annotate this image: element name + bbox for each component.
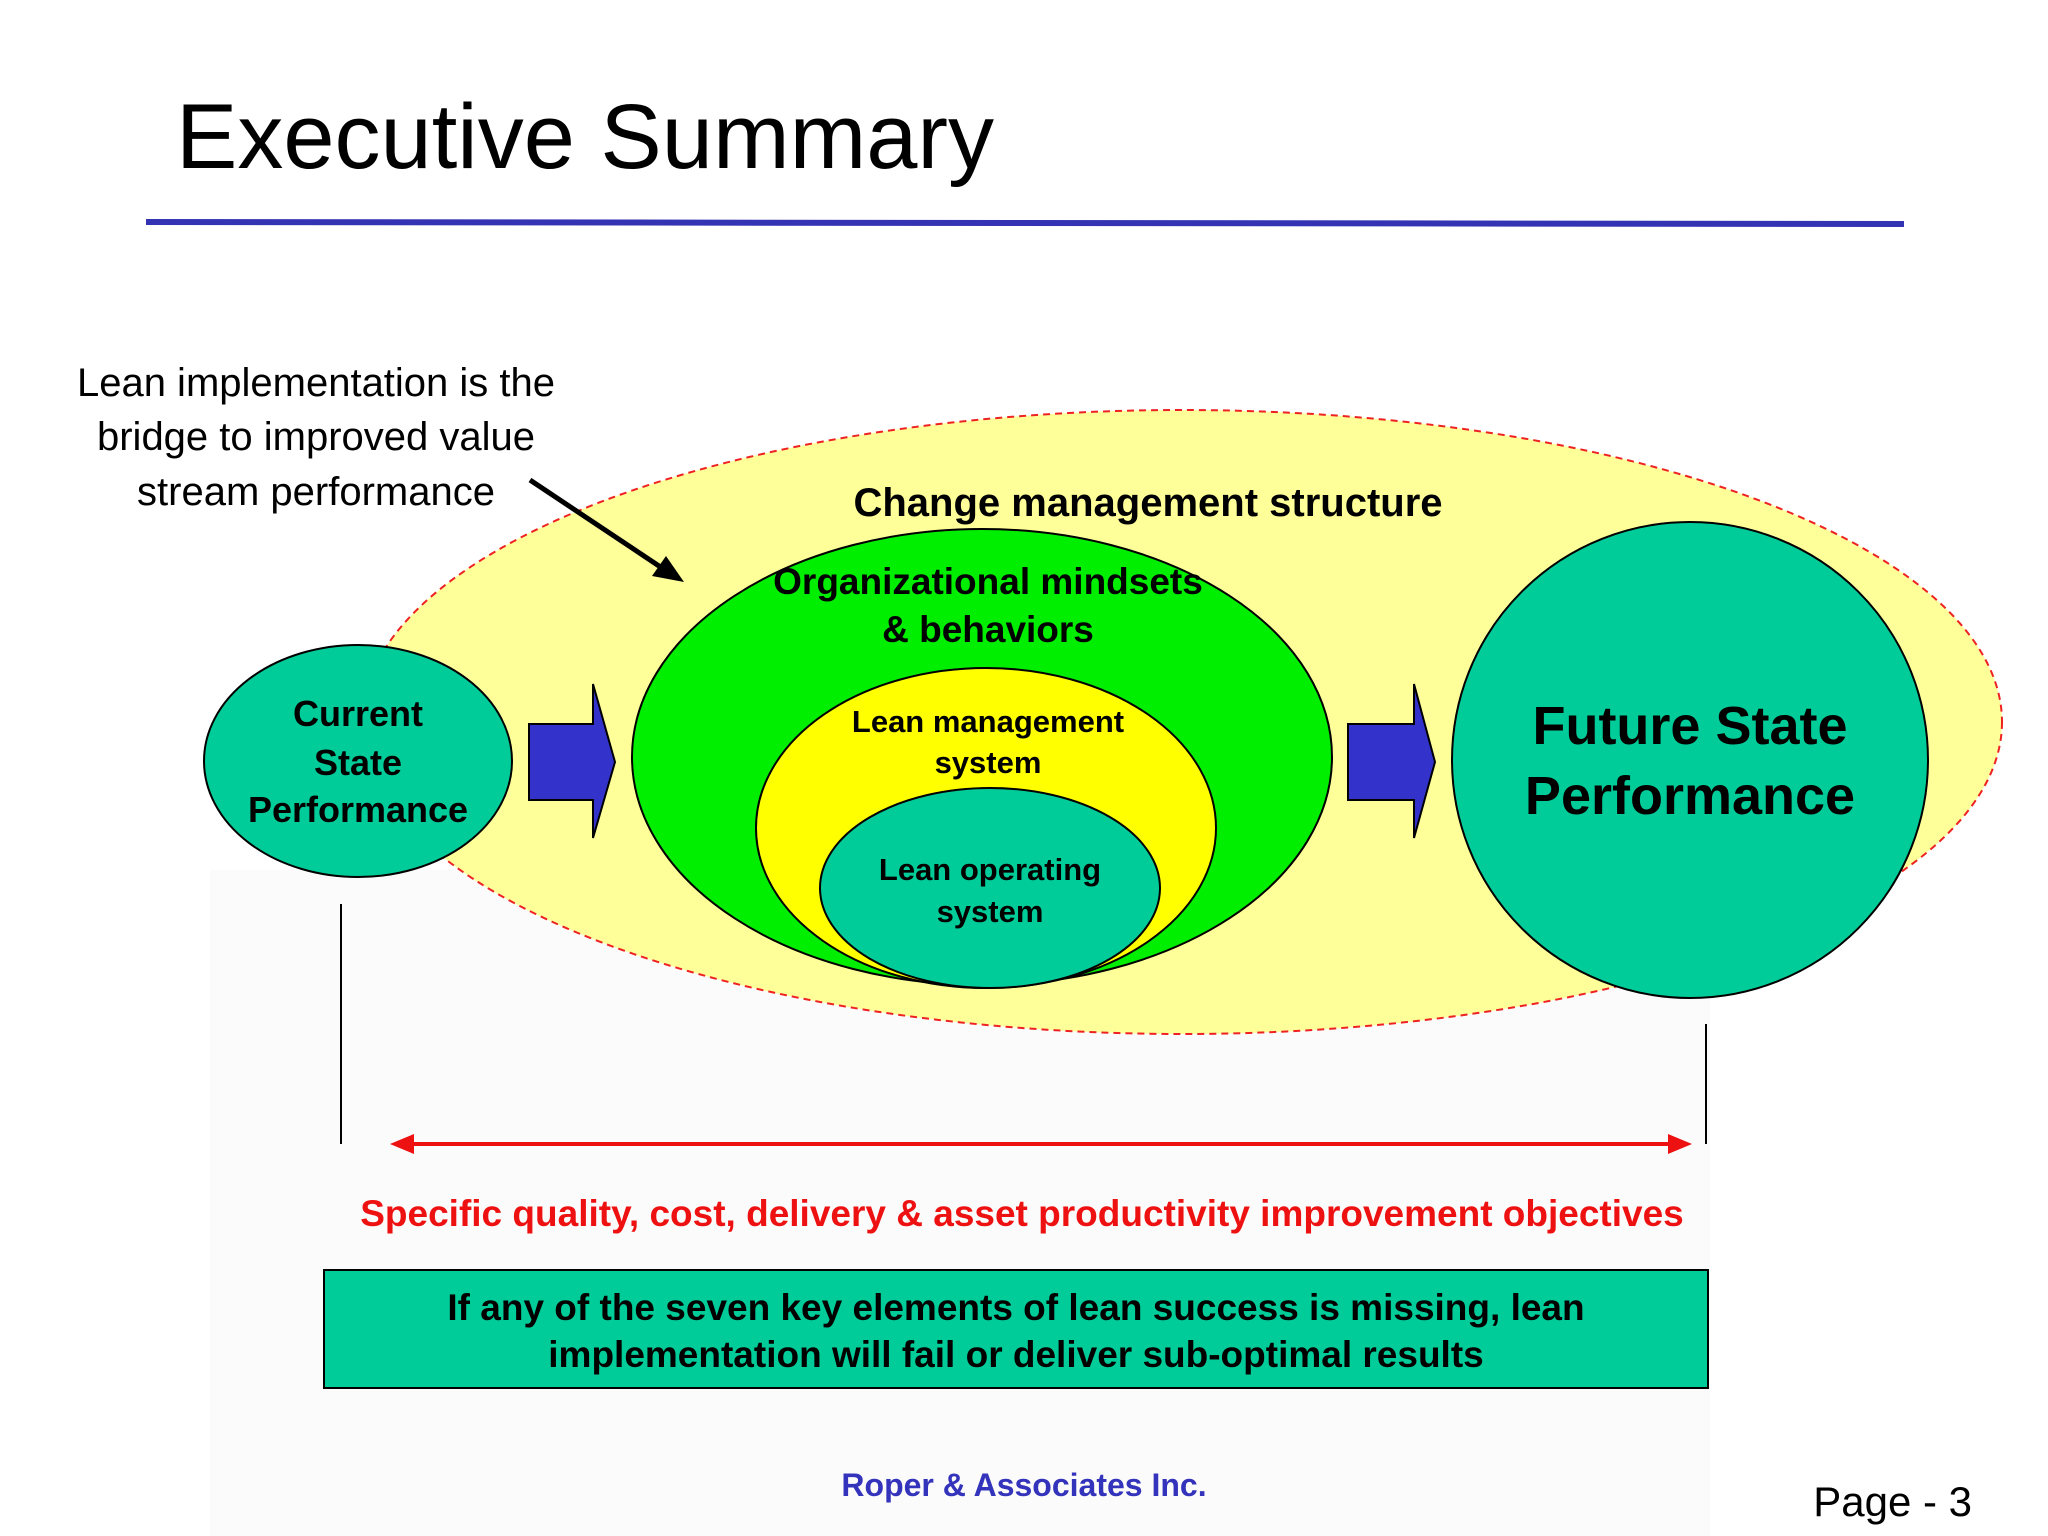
lean-operating-line-2: system — [937, 894, 1044, 929]
current-state-line-1: Current — [293, 693, 423, 734]
current-state-line-2: State — [314, 742, 402, 783]
objectives-arrow-head-right — [1668, 1134, 1692, 1154]
warning-box-line-2: implementation will fail or deliver sub-… — [548, 1334, 1483, 1375]
warning-box-line-1: If any of the seven key elements of lean… — [447, 1287, 1584, 1328]
future-state-circle — [1451, 521, 1929, 999]
page-number: Page - 3 — [1813, 1478, 1972, 1525]
objectives-arrow-head-left — [390, 1134, 414, 1154]
current-state-line-3: Performance — [248, 789, 468, 830]
title-rule — [145, 219, 1905, 227]
org-mindsets-line-2: & behaviors — [882, 609, 1094, 650]
right-block-arrow — [1347, 683, 1437, 839]
callout-arrow-line — [528, 477, 670, 575]
lean-management-line-1: Lean management — [852, 704, 1124, 739]
page-title: Executive Summary — [176, 86, 994, 188]
lean-operating-ellipse — [819, 787, 1161, 989]
future-state-line-2: Performance — [1525, 766, 1855, 826]
lean-management-line-2: system — [935, 745, 1042, 780]
left-block-arrow — [528, 683, 617, 839]
warning-box — [323, 1269, 1709, 1389]
callout-line-2: bridge to improved value — [97, 415, 535, 459]
callout-arrow-head — [652, 556, 684, 582]
callout-line-3: stream performance — [137, 470, 495, 514]
future-state-line-1: Future State — [1532, 696, 1847, 756]
current-state-ellipse — [203, 644, 513, 878]
org-mindsets-line-1: Organizational mindsets — [773, 561, 1203, 602]
objectives-text: Specific quality, cost, delivery & asset… — [360, 1193, 1684, 1234]
change-management-label: Change management structure — [853, 481, 1442, 525]
lean-operating-line-1: Lean operating — [879, 852, 1101, 887]
footer-company: Roper & Associates Inc. — [841, 1467, 1206, 1503]
callout-line-1: Lean implementation is the — [77, 361, 555, 405]
